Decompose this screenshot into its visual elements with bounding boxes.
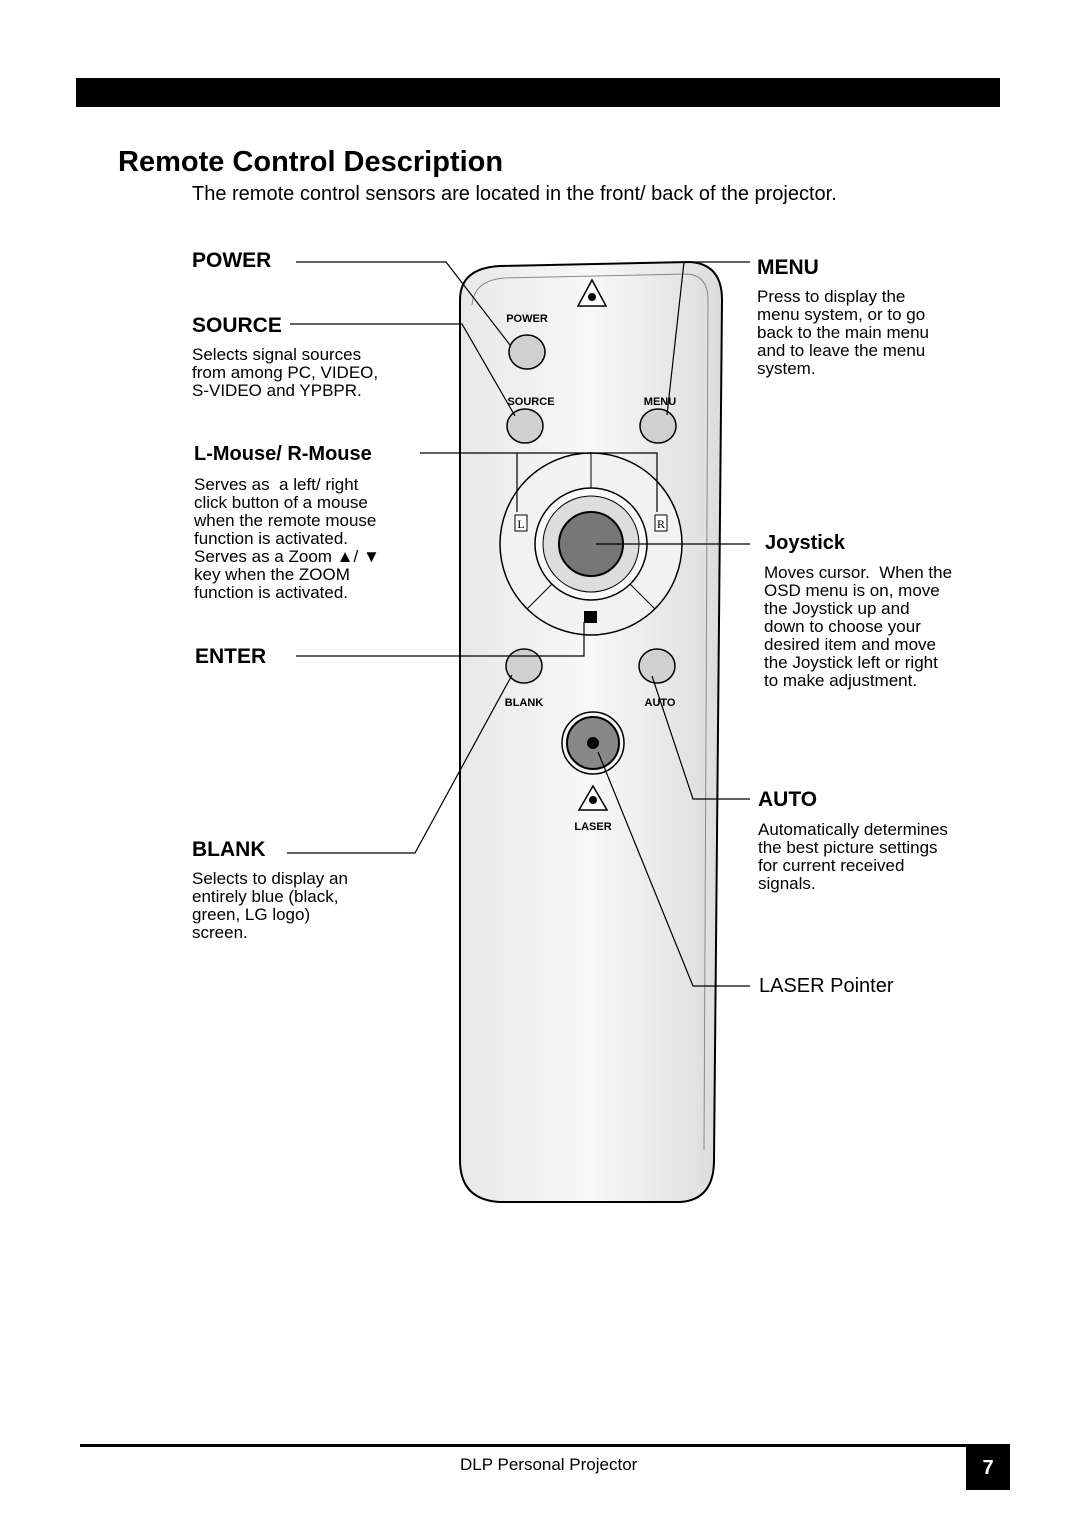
footer-rule xyxy=(80,1444,1010,1447)
menu-button xyxy=(639,408,677,444)
page-title: Remote Control Description xyxy=(118,146,504,178)
mouse-label: L-Mouse/ R-Mouse xyxy=(194,443,372,465)
joystick-label: Joystick xyxy=(765,532,846,554)
header-bar xyxy=(76,78,1000,107)
remote-power-text: POWER xyxy=(506,313,548,325)
remote-source-text: SOURCE xyxy=(507,396,554,408)
page-number: 7 xyxy=(966,1447,1010,1490)
remote-laser-text: LASER xyxy=(574,821,611,833)
source-description: Selects signal sources from among PC, VI… xyxy=(192,345,379,400)
mouse-left-text: L xyxy=(517,517,524,531)
auto-label: AUTO xyxy=(758,788,818,811)
blank-description: Selects to display an entirely blue (bla… xyxy=(192,869,348,942)
enter-label: ENTER xyxy=(195,645,267,668)
remote-blank-text: BLANK xyxy=(505,697,544,709)
menu-description: Press to display the menu system, or to … xyxy=(757,287,929,378)
blank-button xyxy=(505,648,543,684)
power-button xyxy=(508,334,546,370)
remote-auto-text: AUTO xyxy=(645,697,676,709)
enter-button xyxy=(584,611,597,623)
source-label: SOURCE xyxy=(192,314,282,337)
power-label: POWER xyxy=(192,249,272,272)
mouse-description: Serves as a left/ right click button of … xyxy=(194,475,380,602)
intro-text: The remote control sensors are located i… xyxy=(192,183,837,205)
remote-menu-text: MENU xyxy=(644,396,676,408)
auto-button xyxy=(638,648,676,684)
menu-label: MENU xyxy=(757,256,819,279)
auto-description: Automatically determines the best pictur… xyxy=(758,820,948,893)
laser-label: LASER Pointer xyxy=(759,975,894,997)
footer-title: DLP Personal Projector xyxy=(460,1455,638,1474)
leader-lines xyxy=(287,261,750,987)
mouse-right-text: R xyxy=(657,517,665,531)
source-button xyxy=(506,408,544,444)
joystick-description: Moves cursor. When the OSD menu is on, m… xyxy=(764,563,953,690)
blank-label: BLANK xyxy=(192,838,266,861)
